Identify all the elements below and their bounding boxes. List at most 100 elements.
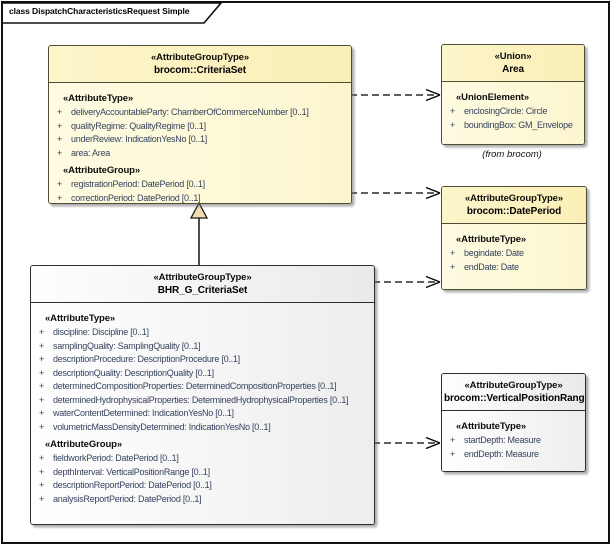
open-arrowhead-icon xyxy=(425,436,441,450)
visibility-marker: + xyxy=(39,381,45,391)
attribute-text: area: Area xyxy=(71,147,111,158)
visibility-marker: + xyxy=(39,466,45,477)
attribute-text: endDepth: Measure xyxy=(464,448,539,459)
class-name: brocom::DatePeriod xyxy=(466,206,562,217)
attribute-text: enclosingCircle: Circle xyxy=(464,106,548,116)
attribute-row: + deliveryAccountableParty: ChamberOfComm… xyxy=(57,106,349,120)
attribute-text: registrationPeriod: DatePeriod [0..1] xyxy=(71,179,205,189)
visibility-marker: + xyxy=(39,408,45,418)
attribute-row: + registrationPeriod: DatePeriod [0..1] xyxy=(57,178,349,192)
attribute-row: + endDepth: Measure xyxy=(450,448,583,462)
section-stereotype-label: «AttributeType» xyxy=(456,234,527,245)
attribute-text: correctionPeriod: DatePeriod [0..1] xyxy=(71,192,201,203)
attribute-text: descriptionQuality: DescriptionQuality [… xyxy=(53,367,214,378)
class-attributes: «AttributeType» +discipline: Discipline [… xyxy=(31,303,374,524)
open-arrowhead-icon xyxy=(425,275,441,289)
attribute-row: + underReview: IndicationYesNo [0..1] xyxy=(57,133,349,147)
attribute-text: endDate: Date xyxy=(464,261,519,272)
visibility-marker: + xyxy=(57,134,63,144)
attribute-row: +startDepth: Measure xyxy=(450,434,583,448)
visibility-marker: + xyxy=(450,448,456,459)
section-stereotype-label: «AttributeGroup» xyxy=(45,439,123,450)
attribute-row: + volumetricMassDensityDetermined: Indica… xyxy=(39,421,372,435)
visibility-marker: + xyxy=(39,354,45,364)
visibility-marker: + xyxy=(450,435,456,445)
class-header: «Union» Area xyxy=(442,45,584,82)
visibility-marker: + xyxy=(39,480,45,490)
attribute-text: determinedHydrophysicalProperties: Deter… xyxy=(53,394,349,405)
attribute-row: + begindate: Date xyxy=(450,247,584,261)
visibility-marker: + xyxy=(450,261,456,272)
visibility-marker: + xyxy=(39,340,45,351)
visibility-marker: + xyxy=(39,421,45,432)
frame-tab-shape xyxy=(3,2,223,24)
section-stereotype-label: «UnionElement» xyxy=(456,92,530,103)
attribute-text: descriptionReportPeriod: DatePeriod [0..… xyxy=(53,480,212,490)
class-name: brocom::CriteriaSet xyxy=(153,65,246,76)
attribute-row: + endDate: Date xyxy=(450,261,584,275)
class-box-bhr-g-criteriaset[interactable]: «AttributeGroupType» BHR_G_CriteriaSet «… xyxy=(30,265,375,525)
attribute-row: +discipline: Discipline [0..1] xyxy=(39,326,372,340)
class-header: «AttributeGroupType» brocom::CriteriaSet xyxy=(49,46,351,83)
class-header: «AttributeGroupType» BHR_G_CriteriaSet xyxy=(31,266,374,303)
attribute-row: + samplingQuality: SamplingQuality [0..1] xyxy=(39,340,372,354)
class-box-dateperiod[interactable]: «AttributeGroupType» brocom::DatePeriod … xyxy=(441,186,587,290)
dependency-criteriaset-area[interactable] xyxy=(350,88,441,102)
visibility-marker: + xyxy=(57,107,63,117)
visibility-marker: + xyxy=(57,179,63,189)
attribute-row: + descriptionQuality: DescriptionQuality … xyxy=(39,367,372,381)
generalization-bhr-criteriaset[interactable] xyxy=(189,201,209,265)
visibility-marker: + xyxy=(57,147,63,158)
attribute-text: qualityRegime: QualityRegime [0..1] xyxy=(71,120,206,131)
class-box-area[interactable]: «Union» Area «UnionElement»+enclosingCir… xyxy=(441,44,585,145)
attribute-text: boundingBox: GM_Envelope xyxy=(464,119,573,130)
attribute-text: waterContentDetermined: IndicationYesNo … xyxy=(53,408,234,418)
attribute-text: determinedCompositionProperties: Determi… xyxy=(53,381,337,391)
visibility-marker: + xyxy=(39,394,45,405)
attribute-row: + descriptionReportPeriod: DatePeriod [0.… xyxy=(39,479,372,493)
visibility-marker: + xyxy=(39,493,45,504)
attribute-text: underReview: IndicationYesNo [0..1] xyxy=(71,134,208,144)
class-header: «AttributeGroupType» brocom::VerticalPos… xyxy=(442,374,585,411)
class-attributes: «AttributeType»+startDepth: Measure+endD… xyxy=(442,411,585,471)
class-name: brocom::VerticalPositionRange xyxy=(444,393,586,404)
dependency-bhr-verticalpositionrange[interactable] xyxy=(373,436,441,450)
visibility-marker: + xyxy=(39,367,45,378)
attribute-row: +analysisReportPeriod: DatePeriod [0..1] xyxy=(39,493,372,507)
class-box-verticalpositionrange[interactable]: «AttributeGroupType» brocom::VerticalPos… xyxy=(441,373,586,472)
class-attributes: «UnionElement»+enclosingCircle: Circle+b… xyxy=(442,82,584,144)
class-attributes: «AttributeType»+begindate: Date+endDate:… xyxy=(442,224,586,289)
attribute-row: + determinedCompositionProperties: Determ… xyxy=(39,380,372,394)
dependency-bhr-dateperiod[interactable] xyxy=(373,275,441,289)
attribute-text: deliveryAccountableParty: ChamberOfComme… xyxy=(71,107,309,117)
attribute-row: + depthInterval: VerticalPositionRange [0… xyxy=(39,466,372,480)
visibility-marker: + xyxy=(450,106,456,116)
attribute-row: + boundingBox: GM_Envelope xyxy=(450,119,582,133)
visibility-marker: + xyxy=(57,120,63,131)
visibility-marker: + xyxy=(39,453,45,463)
section-stereotype-label: «AttributeType» xyxy=(45,313,116,324)
generalization-triangle-icon xyxy=(189,201,209,219)
stereotype-label: «Union» xyxy=(494,51,532,62)
from-package-note: (from brocom) xyxy=(482,149,542,160)
class-box-criteriaset[interactable]: «AttributeGroupType» brocom::CriteriaSet… xyxy=(48,45,352,204)
dependency-criteriaset-dateperiod[interactable] xyxy=(350,186,441,200)
class-attributes: «AttributeType»+deliveryAccountableParty… xyxy=(49,83,351,203)
stereotype-label: «AttributeGroupType» xyxy=(464,380,563,391)
section-stereotype-label: «AttributeGroup» xyxy=(63,165,141,176)
attribute-text: samplingQuality: SamplingQuality [0..1] xyxy=(53,340,201,351)
attribute-text: depthInterval: VerticalPositionRange [0.… xyxy=(53,466,210,477)
open-arrowhead-icon xyxy=(425,186,441,200)
attribute-row: + waterContentDetermined: IndicationYesNo… xyxy=(39,407,372,421)
attribute-row: + fieldworkPeriod: DatePeriod [0..1] xyxy=(39,452,372,466)
attribute-text: descriptionProcedure: DescriptionProcedu… xyxy=(53,354,240,364)
attribute-text: volumetricMassDensityDetermined: Indicat… xyxy=(53,421,271,432)
visibility-marker: + xyxy=(450,248,456,258)
visibility-marker: + xyxy=(39,327,45,337)
attribute-text: fieldworkPeriod: DatePeriod [0..1] xyxy=(53,453,179,463)
attribute-row: + descriptionProcedure: DescriptionProced… xyxy=(39,353,372,367)
visibility-marker: + xyxy=(450,119,456,130)
attribute-row: + area: Area xyxy=(57,147,349,161)
attribute-text: begindate: Date xyxy=(464,248,524,258)
